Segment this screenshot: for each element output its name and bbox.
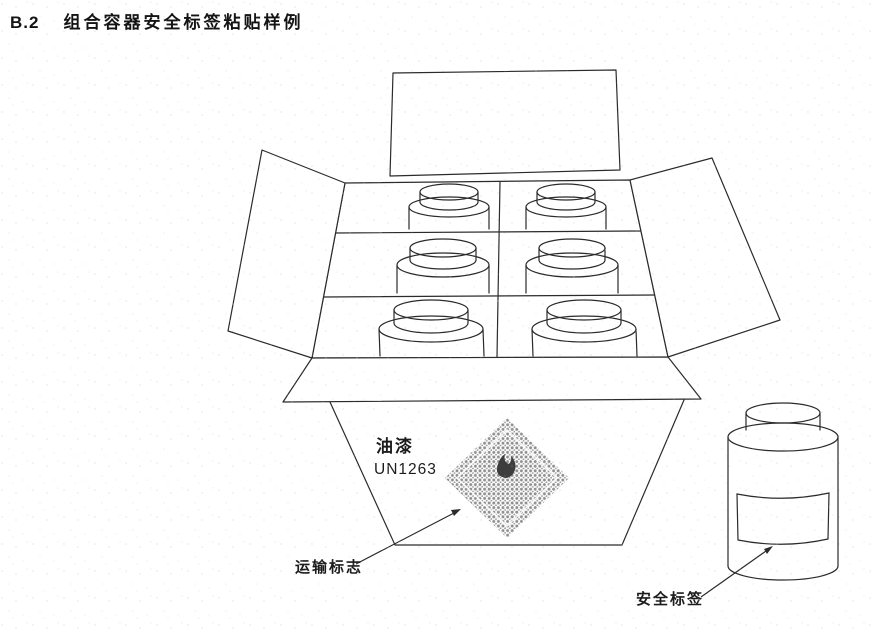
scan-noise-overlay — [0, 0, 871, 634]
scanned-document-page: B.2组合容器安全标签粘贴样例 — [0, 0, 871, 634]
combination-container-figure: 油漆 UN1263 运输标志 安全标签 — [0, 0, 871, 634]
